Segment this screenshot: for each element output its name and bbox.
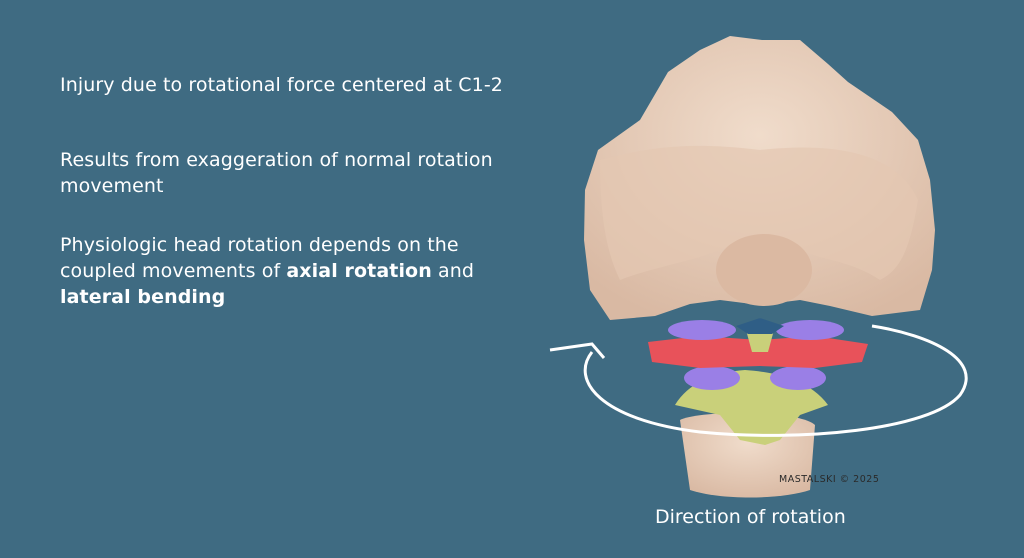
lower-facet-joints — [684, 366, 826, 390]
bold-lateral-bending: lateral bending — [60, 286, 226, 308]
arrow-head — [549, 342, 606, 359]
bold-axial-rotation: axial rotation — [286, 260, 432, 282]
upper-facet-joints — [668, 320, 844, 340]
text-part: Physiologic head rotation depends on the… — [60, 234, 459, 282]
statement-exaggeration: Results from exaggeration of normal rota… — [60, 149, 493, 197]
text-part: and — [431, 260, 475, 282]
rotation-caption: Direction of rotation — [655, 506, 846, 528]
statement-physiologic: Physiologic head rotation depends on the… — [60, 232, 530, 310]
artist-signature: MASTALSKI © 2025 — [779, 474, 880, 485]
rotation-arrow — [583, 324, 968, 437]
cervical-spine-illustration — [549, 36, 968, 498]
statement-injury: Injury due to rotational force centered … — [60, 74, 503, 96]
